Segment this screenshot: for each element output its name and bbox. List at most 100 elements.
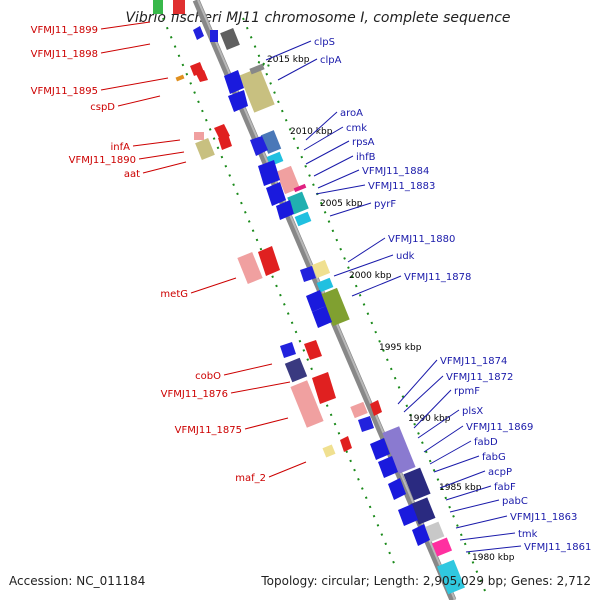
gene-0-right-leader-line <box>265 40 312 61</box>
gene-16-right-label: VFMJ11_1869 <box>466 422 533 433</box>
gene-8-right-leader-line <box>329 202 372 217</box>
left-boundary-line <box>162 17 397 569</box>
gene-24-right-label: VFMJ11_1861 <box>524 542 591 553</box>
gene-7-right-label: VFMJ11_1883 <box>368 181 435 192</box>
tick-1990: 1990 kbp <box>408 414 451 424</box>
gene-18-right-label: fabG <box>482 452 506 463</box>
gene-9-right-leader-line <box>347 237 386 263</box>
gene-17-right-leader-line <box>429 440 472 465</box>
map-title: Vibrio fischeri MJ11 chromosome I, compl… <box>125 10 510 26</box>
gene-21-right-leader-line <box>449 499 500 513</box>
gene-0-left-leader-line <box>100 21 151 30</box>
gene-10-right-leader-line <box>333 254 394 277</box>
gene-6-left-leader-line <box>142 161 187 174</box>
gene-11-left-leader-line <box>268 461 307 478</box>
gene-6-right-leader-line <box>317 169 360 189</box>
genes-maf <box>322 436 352 458</box>
gene-5-right-leader-line <box>313 155 354 177</box>
gene-8-left-leader-line <box>223 363 273 376</box>
gene-11-right-leader-line <box>351 275 402 297</box>
gene-10-left-leader-line <box>244 417 289 430</box>
gene-14-right-label: rpmF <box>454 386 480 397</box>
gene-22-right-label: VFMJ11_1863 <box>510 512 577 523</box>
genes-udk-block <box>300 259 350 328</box>
gene-12-right-leader-line <box>397 359 438 405</box>
gene-15-right-leader-line <box>417 409 460 439</box>
gene-13-right-label: VFMJ11_1872 <box>446 372 513 383</box>
gene-2-left-leader-line <box>100 77 169 91</box>
gene-13-right-leader-line <box>403 375 444 413</box>
gene-14-right-leader-line <box>413 389 452 429</box>
gene-3-right-label: cmk <box>346 123 367 134</box>
tick-1985: 1985 kbp <box>439 483 482 493</box>
tick-mark <box>257 61 271 67</box>
gene-23-right-leader-line <box>459 532 516 541</box>
gene-0-right-label: clpS <box>314 37 335 48</box>
tick-2015: 2015 kbp <box>267 55 310 65</box>
gene-5-left-label: VFMJ11_1890 <box>69 155 136 166</box>
gene-20-right-leader-line <box>445 485 492 501</box>
gene-23-right-label: tmk <box>518 529 538 540</box>
genes-metG <box>237 246 280 284</box>
gene-6-left-label: aat <box>124 169 140 180</box>
tick-1995: 1995 kbp <box>379 343 422 353</box>
right-labels: clpS clpA aroA cmk rpsA ihfB VFMJ11_1884VFMJ11… <box>265 37 591 553</box>
gene-8-left-label: cobO <box>195 371 221 382</box>
gene-2-right-label: aroA <box>340 108 363 119</box>
gene-6-right-label: VFMJ11_1884 <box>362 166 429 177</box>
gene-1-right-label: clpA <box>320 55 342 66</box>
gene-1-right-leader-line <box>277 58 318 81</box>
gene-7-left-leader-line <box>190 277 237 294</box>
gene-9-left-leader-line <box>230 381 291 394</box>
genome-summary-text: Topology: circular; Length: 2,905,029 bp… <box>261 574 591 588</box>
gene-17-right-label: fabD <box>474 437 498 448</box>
gene-4-left-leader-line <box>132 139 181 147</box>
gene-9-right-label: VFMJ11_1880 <box>388 234 455 245</box>
gene-11-left-label: maf_2 <box>235 473 266 484</box>
genes-top <box>153 0 240 50</box>
gene-20-right-label: fabF <box>494 482 516 493</box>
gene-0-left-label: VFMJ11_1899 <box>31 25 98 36</box>
gene-15-right-label: plsX <box>462 406 483 417</box>
genes-cspD <box>175 62 208 82</box>
gene-3-left-label: cspD <box>90 102 115 113</box>
tick-2010: 2010 kbp <box>290 127 333 137</box>
gene-18-right-leader-line <box>433 455 480 473</box>
gene-3-left-leader-line <box>117 95 161 107</box>
genes-cobO-block <box>280 340 336 428</box>
right-boundary-line <box>242 17 489 599</box>
gene-24-right-leader-line <box>465 545 522 553</box>
gene-4-right-label: rpsA <box>352 137 375 148</box>
gene-22-right-leader-line <box>455 515 508 529</box>
gene-8-right-label: pyrF <box>374 199 396 210</box>
accession-text: Accession: NC_011184 <box>9 574 146 588</box>
gene-7-left-label: metG <box>160 289 188 300</box>
gene-1-left-leader-line <box>100 43 151 54</box>
tick-2000: 2000 kbp <box>349 271 392 281</box>
gene-2-left-label: VFMJ11_1895 <box>31 86 98 97</box>
gene-5-left-leader-line <box>138 151 185 160</box>
kbp-ticks: 2015 kbp 2010 kbp 2005 kbp 2000 kbp 1995… <box>267 55 515 563</box>
tick-1980: 1980 kbp <box>472 553 515 563</box>
gene-10-right-label: udk <box>396 251 415 262</box>
gene-19-right-label: acpP <box>488 467 512 478</box>
genes-aroA-block <box>250 130 312 227</box>
gene-7-right-leader-line <box>315 184 366 195</box>
gene-5-right-label: ihfB <box>356 152 376 163</box>
gene-2-right-leader-line <box>305 111 338 141</box>
gene-11-right-label: VFMJ11_1878 <box>404 272 471 283</box>
gene-12-right-label: VFMJ11_1874 <box>440 356 507 367</box>
gene-16-right-leader-line <box>423 425 464 453</box>
gene-19-right-leader-line <box>439 470 486 489</box>
gene-9-left-label: VFMJ11_1876 <box>161 389 228 400</box>
tick-2005: 2005 kbp <box>320 199 363 209</box>
gene-10-left-label: VFMJ11_1875 <box>175 425 242 436</box>
gene-4-left-label: infA <box>111 142 131 153</box>
gene-4-right-leader-line <box>305 140 350 165</box>
genes-clpA <box>224 63 275 113</box>
genes-fab-block <box>350 400 465 595</box>
gene-3-right-leader-line <box>303 126 344 151</box>
gene-1-left-label: VFMJ11_1898 <box>31 49 98 60</box>
